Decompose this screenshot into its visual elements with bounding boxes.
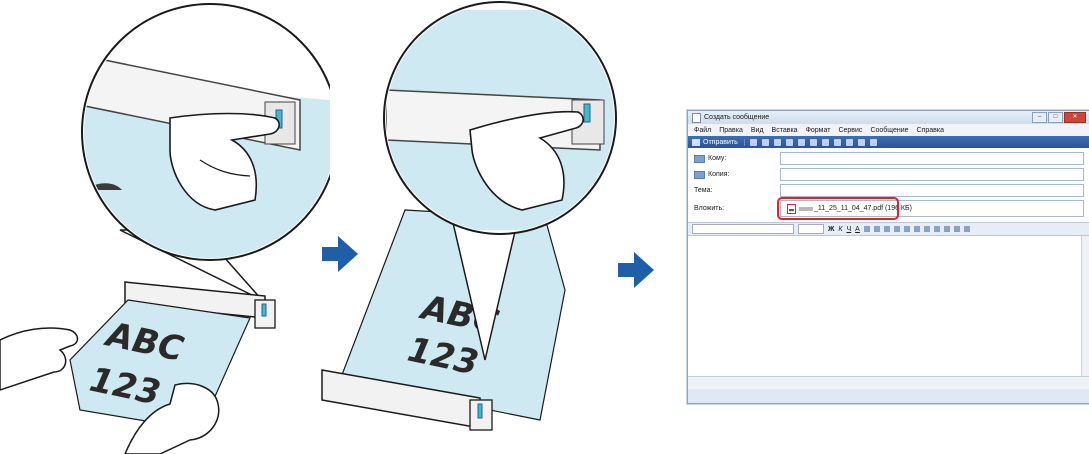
maximize-button[interactable]: □ xyxy=(1048,112,1063,123)
offline-icon[interactable] xyxy=(870,139,877,146)
subject-field[interactable] xyxy=(780,184,1084,197)
formatting-toolbar: Ж К Ч А xyxy=(688,222,1089,236)
numbering-icon[interactable] xyxy=(864,226,870,232)
justify-icon[interactable] xyxy=(934,226,940,232)
insert-picture-icon[interactable] xyxy=(964,226,970,232)
cc-label[interactable]: Копия: xyxy=(694,171,780,179)
attach-label: Вложить: xyxy=(694,205,780,212)
undo-icon[interactable] xyxy=(786,139,793,146)
paste-icon[interactable] xyxy=(774,139,781,146)
align-right-icon[interactable] xyxy=(924,226,930,232)
menu-bar: Файл Правка Вид Вставка Формат Сервис Со… xyxy=(688,124,1089,136)
cut-icon[interactable] xyxy=(750,139,757,146)
next-step-arrow xyxy=(618,252,654,288)
menu-insert[interactable]: Вставка xyxy=(772,127,798,134)
decrease-indent-icon[interactable] xyxy=(884,226,890,232)
address-book-icon xyxy=(694,171,705,179)
vertical-scrollbar[interactable] xyxy=(1081,236,1089,376)
send-button[interactable]: Отправить xyxy=(692,139,745,146)
new-message-icon xyxy=(692,113,701,123)
menu-edit[interactable]: Правка xyxy=(719,127,743,134)
to-label[interactable]: Кому: xyxy=(694,155,780,163)
toolbar: Отправить xyxy=(688,136,1089,148)
menu-format[interactable]: Формат xyxy=(806,127,831,134)
priority-icon[interactable] xyxy=(834,139,841,146)
font-color-button[interactable]: А xyxy=(855,226,860,233)
attach-icon[interactable] xyxy=(822,139,829,146)
window-title: Создать сообщение xyxy=(704,114,769,121)
copy-icon[interactable] xyxy=(762,139,769,146)
attachment-field[interactable]: _11_25_11_04_47.pdf (196 КБ) xyxy=(780,200,1084,217)
underline-button[interactable]: Ч xyxy=(846,226,851,233)
subject-label: Тема: xyxy=(694,187,780,194)
compose-message-window: Создать сообщение – □ ✕ Файл Правка Вид … xyxy=(687,110,1089,404)
align-center-icon[interactable] xyxy=(914,226,920,232)
zoom-callout xyxy=(80,4,330,300)
menu-help[interactable]: Справка xyxy=(917,127,944,134)
menu-file[interactable]: Файл xyxy=(694,127,711,134)
horizontal-line-icon[interactable] xyxy=(944,226,950,232)
font-size-select[interactable] xyxy=(798,224,824,234)
bold-button[interactable]: Ж xyxy=(828,226,834,233)
minimize-button[interactable]: – xyxy=(1032,112,1047,123)
check-names-icon[interactable] xyxy=(798,139,805,146)
spelling-icon[interactable] xyxy=(810,139,817,146)
italic-button[interactable]: К xyxy=(838,226,842,233)
menu-message[interactable]: Сообщение xyxy=(870,127,908,134)
increase-indent-icon[interactable] xyxy=(894,226,900,232)
scan-step-illustration: ABC 123 xyxy=(0,0,330,454)
hyperlink-icon[interactable] xyxy=(954,226,960,232)
send-icon xyxy=(692,139,700,146)
address-book-icon xyxy=(694,155,705,163)
message-header-fields: Кому: Копия: Тема: Вложить: _11_25_11_04… xyxy=(688,148,1089,222)
pdf-file-icon xyxy=(787,204,796,214)
cc-field[interactable] xyxy=(780,168,1084,181)
window-titlebar: Создать сообщение – □ ✕ xyxy=(688,111,1089,124)
feed-step-illustration: ABC 123 xyxy=(310,0,620,454)
font-select[interactable] xyxy=(692,224,794,234)
status-bar xyxy=(688,377,1089,389)
message-body[interactable] xyxy=(688,236,1089,377)
bullets-icon[interactable] xyxy=(874,226,880,232)
menu-tools[interactable]: Сервис xyxy=(838,127,862,134)
to-field[interactable] xyxy=(780,152,1084,165)
encrypt-icon[interactable] xyxy=(858,139,865,146)
send-label: Отправить xyxy=(703,139,738,146)
sign-icon[interactable] xyxy=(846,139,853,146)
window-controls: – □ ✕ xyxy=(1032,112,1086,123)
close-button[interactable]: ✕ xyxy=(1064,112,1086,123)
menu-view[interactable]: Вид xyxy=(751,127,764,134)
align-left-icon[interactable] xyxy=(904,226,910,232)
